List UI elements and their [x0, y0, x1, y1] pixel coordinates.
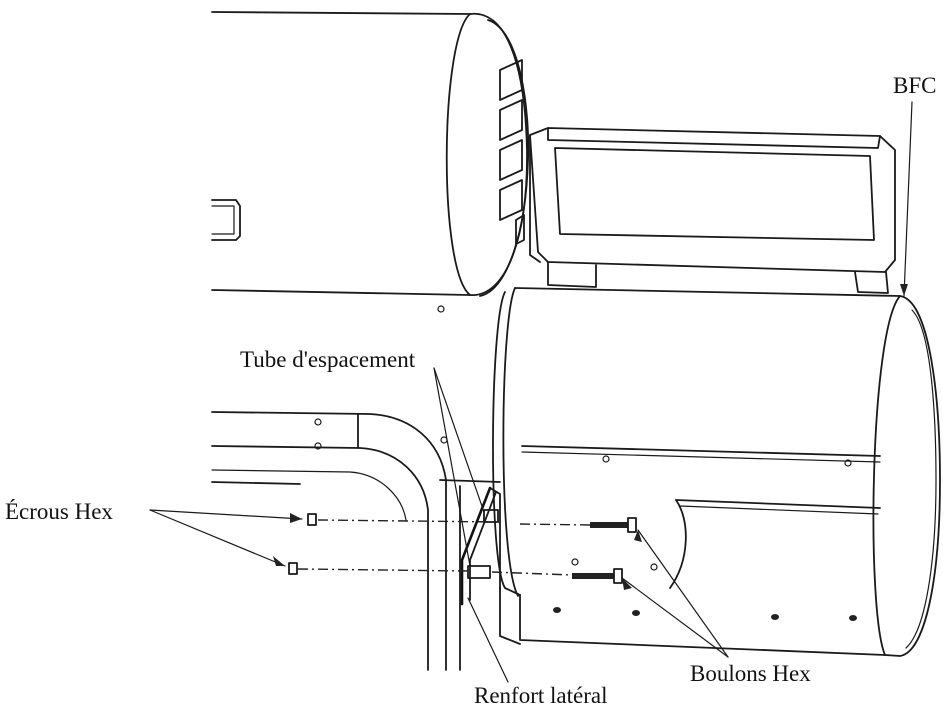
hex-nuts: [288, 513, 317, 575]
callout-leaders: [149, 101, 913, 683]
label-side-brace: Renfort latéral: [474, 683, 608, 708]
side-firebox: [492, 287, 941, 657]
label-spacer-tube: Tube d'espacement: [240, 347, 416, 372]
arrowheads: [273, 284, 908, 590]
label-hex-bolts: Boulons Hex: [690, 661, 811, 686]
label-hex-nuts: Écrous Hex: [5, 499, 113, 524]
firebox-lid: [529, 127, 896, 294]
main-barrel: [211, 11, 530, 313]
label-bfc: BFC: [893, 73, 937, 98]
hex-bolts: [572, 517, 637, 584]
alignment-lines: [297, 519, 591, 576]
frame-rail: [211, 411, 501, 671]
side-brace: [460, 486, 501, 606]
